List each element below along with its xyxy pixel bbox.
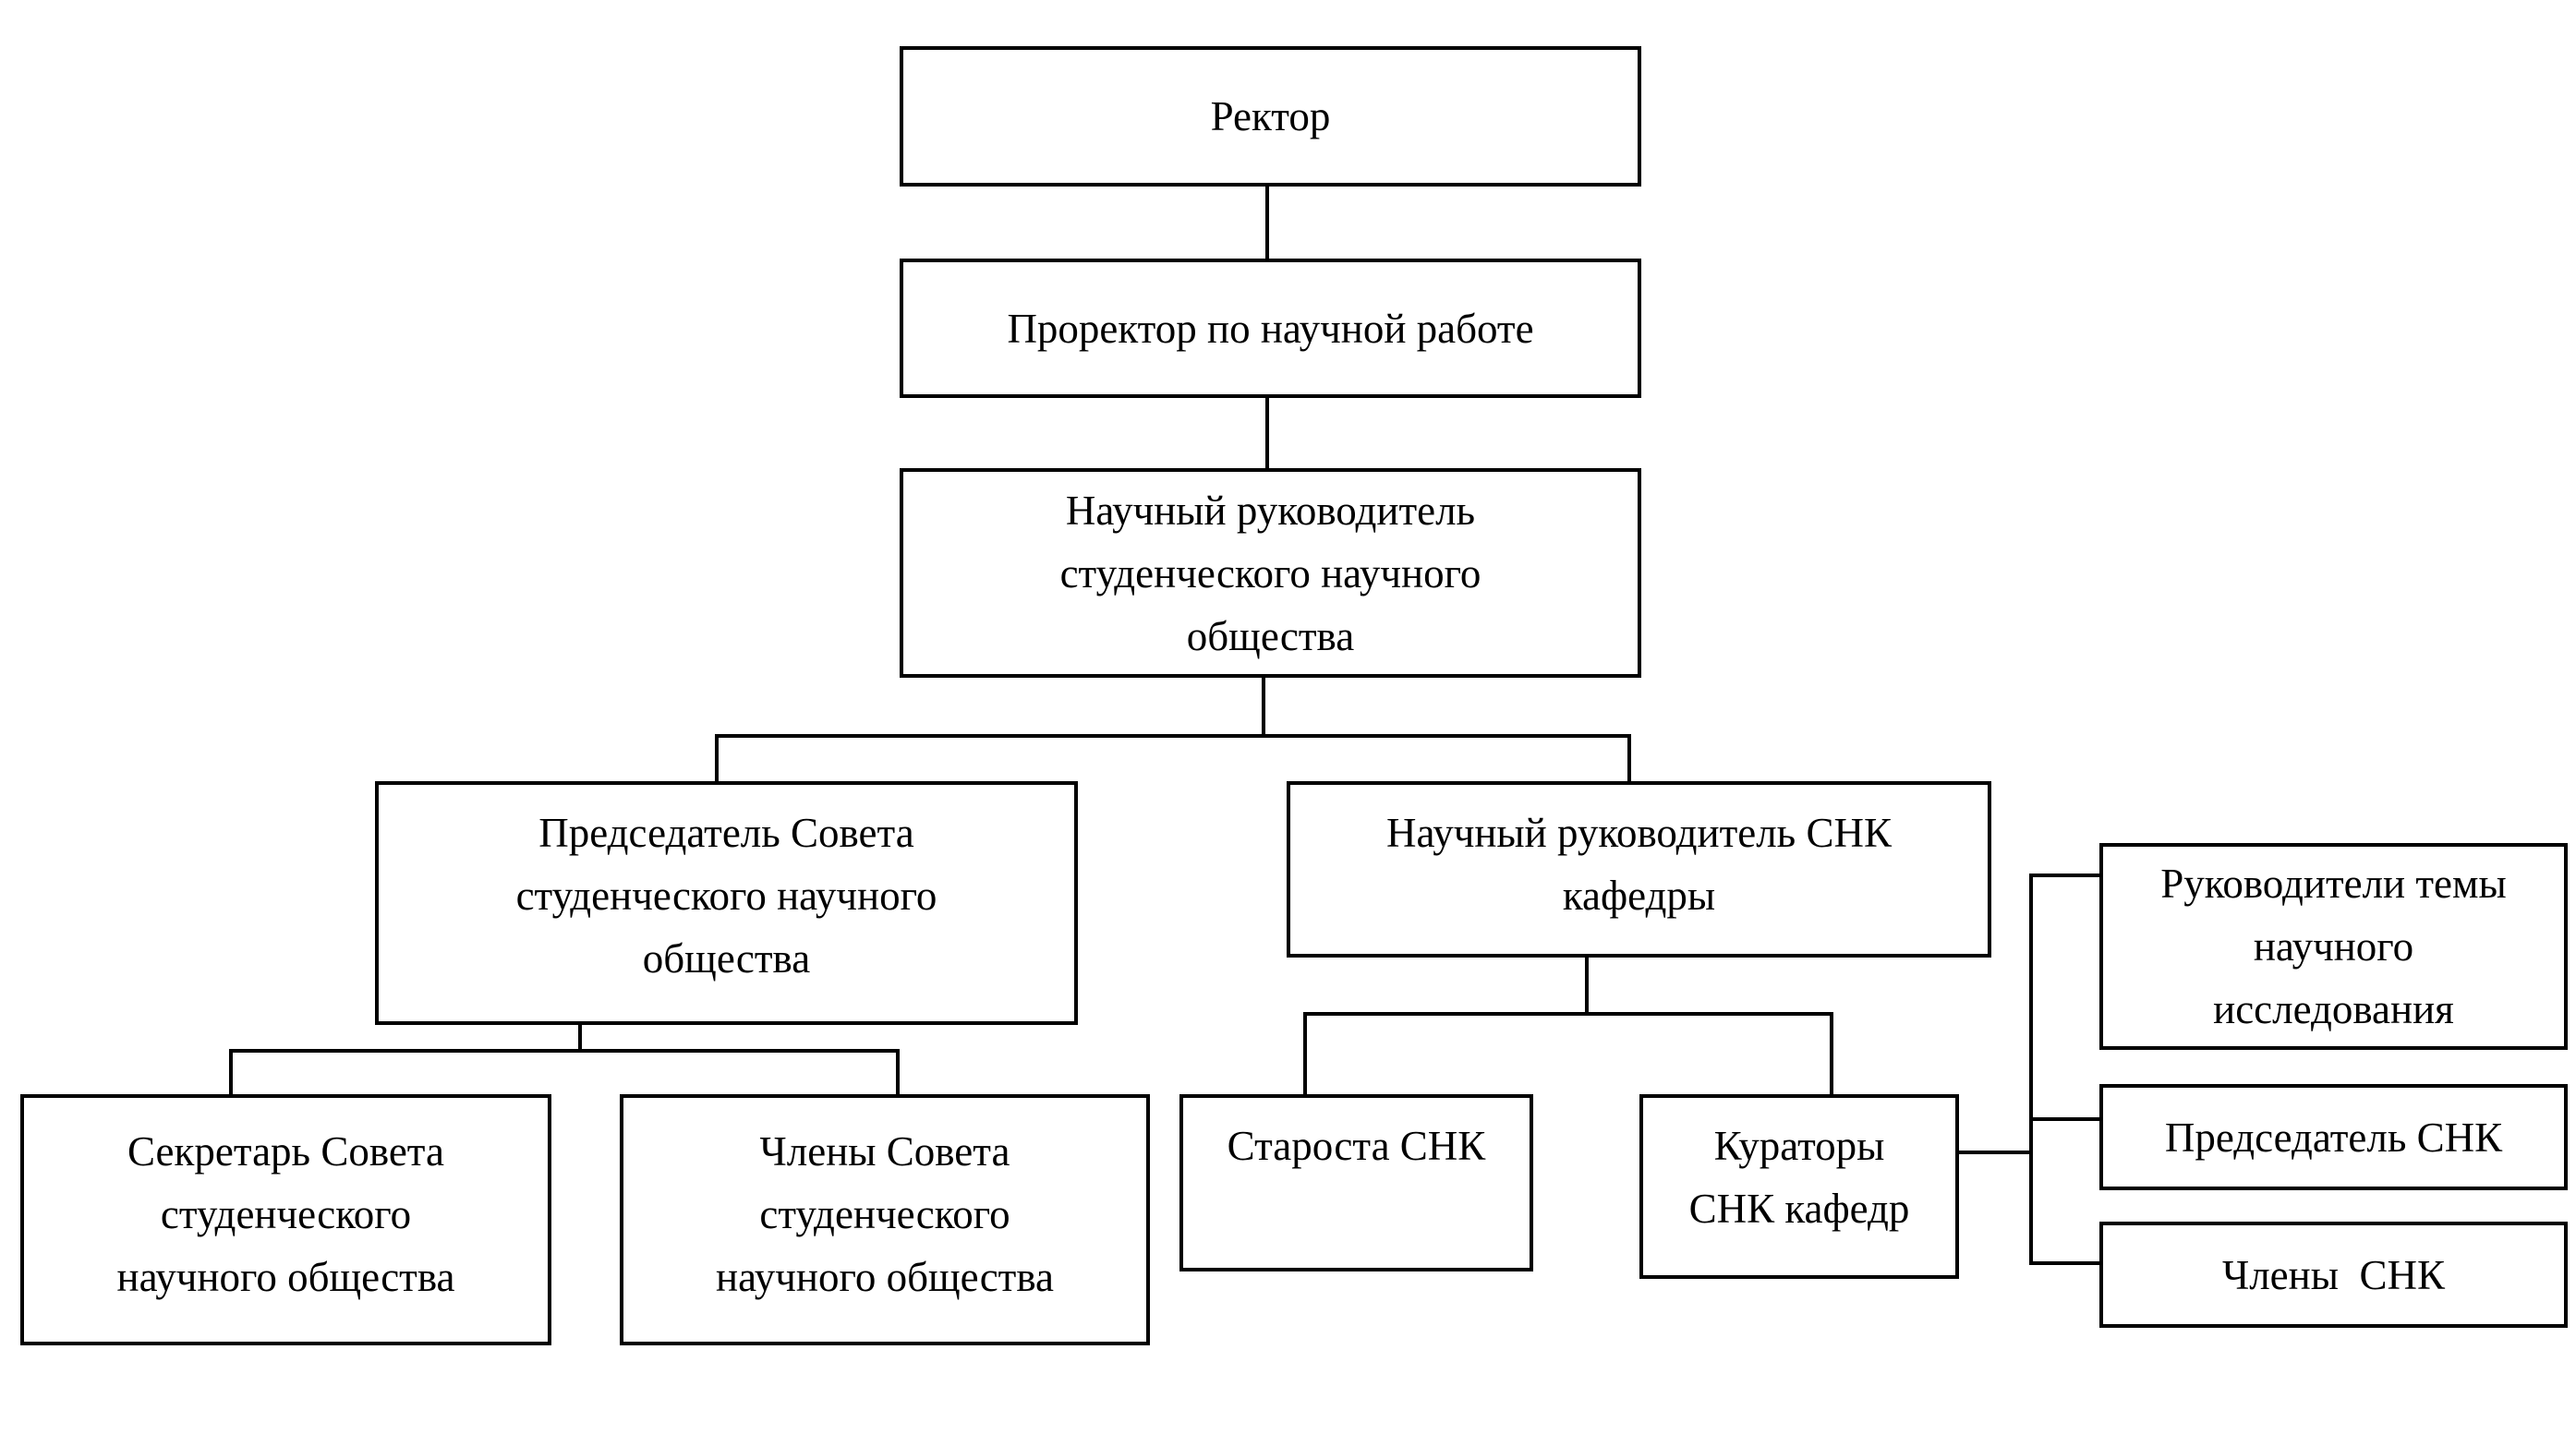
node-sno-scientific-supervisor: Научный руководитель студенческого научн…	[900, 468, 1641, 678]
node-vice-rector-science: Проректор по научной работе	[900, 259, 1641, 398]
node-snk-curators: Кураторы СНК кафедр	[1639, 1094, 1959, 1279]
node-rector: Ректор	[900, 46, 1641, 187]
node-sno-council-secretary-label: Секретарь Совета студенческого научного …	[116, 1128, 455, 1300]
node-rector-label: Ректор	[1210, 93, 1331, 139]
node-snk-members: Члены СНК	[2099, 1222, 2568, 1328]
node-snk-starosta-label: Староста СНК	[1227, 1123, 1486, 1169]
node-vice-rector-science-label: Проректор по научной работе	[1007, 305, 1534, 352]
node-snk-department-supervisor-label: Научный руководитель СНК кафедры	[1386, 810, 1892, 919]
node-sno-council-chairman-label: Председатель Совета студенческого научно…	[515, 810, 937, 982]
node-snk-members-label: Члены СНК	[2221, 1251, 2446, 1298]
node-sno-council-chairman: Председатель Совета студенческого научно…	[375, 781, 1078, 1025]
node-research-topic-leaders: Руководители темы научного исследования	[2099, 843, 2568, 1050]
node-sno-council-members: Члены Совета студенческого научного обще…	[620, 1094, 1150, 1345]
node-snk-starosta: Староста СНК	[1179, 1094, 1533, 1271]
node-research-topic-leaders-label: Руководители темы научного исследования	[2160, 861, 2507, 1032]
node-snk-department-supervisor: Научный руководитель СНК кафедры	[1287, 781, 1991, 958]
node-snk-chairman: Председатель СНК	[2099, 1084, 2568, 1190]
node-sno-scientific-supervisor-label: Научный руководитель студенческого научн…	[1059, 487, 1482, 659]
node-sno-council-secretary: Секретарь Совета студенческого научного …	[20, 1094, 551, 1345]
node-sno-council-members-label: Члены Совета студенческого научного обще…	[716, 1128, 1054, 1300]
node-snk-chairman-label: Председатель СНК	[2164, 1114, 2503, 1161]
node-snk-curators-label: Кураторы СНК кафедр	[1688, 1123, 1910, 1232]
